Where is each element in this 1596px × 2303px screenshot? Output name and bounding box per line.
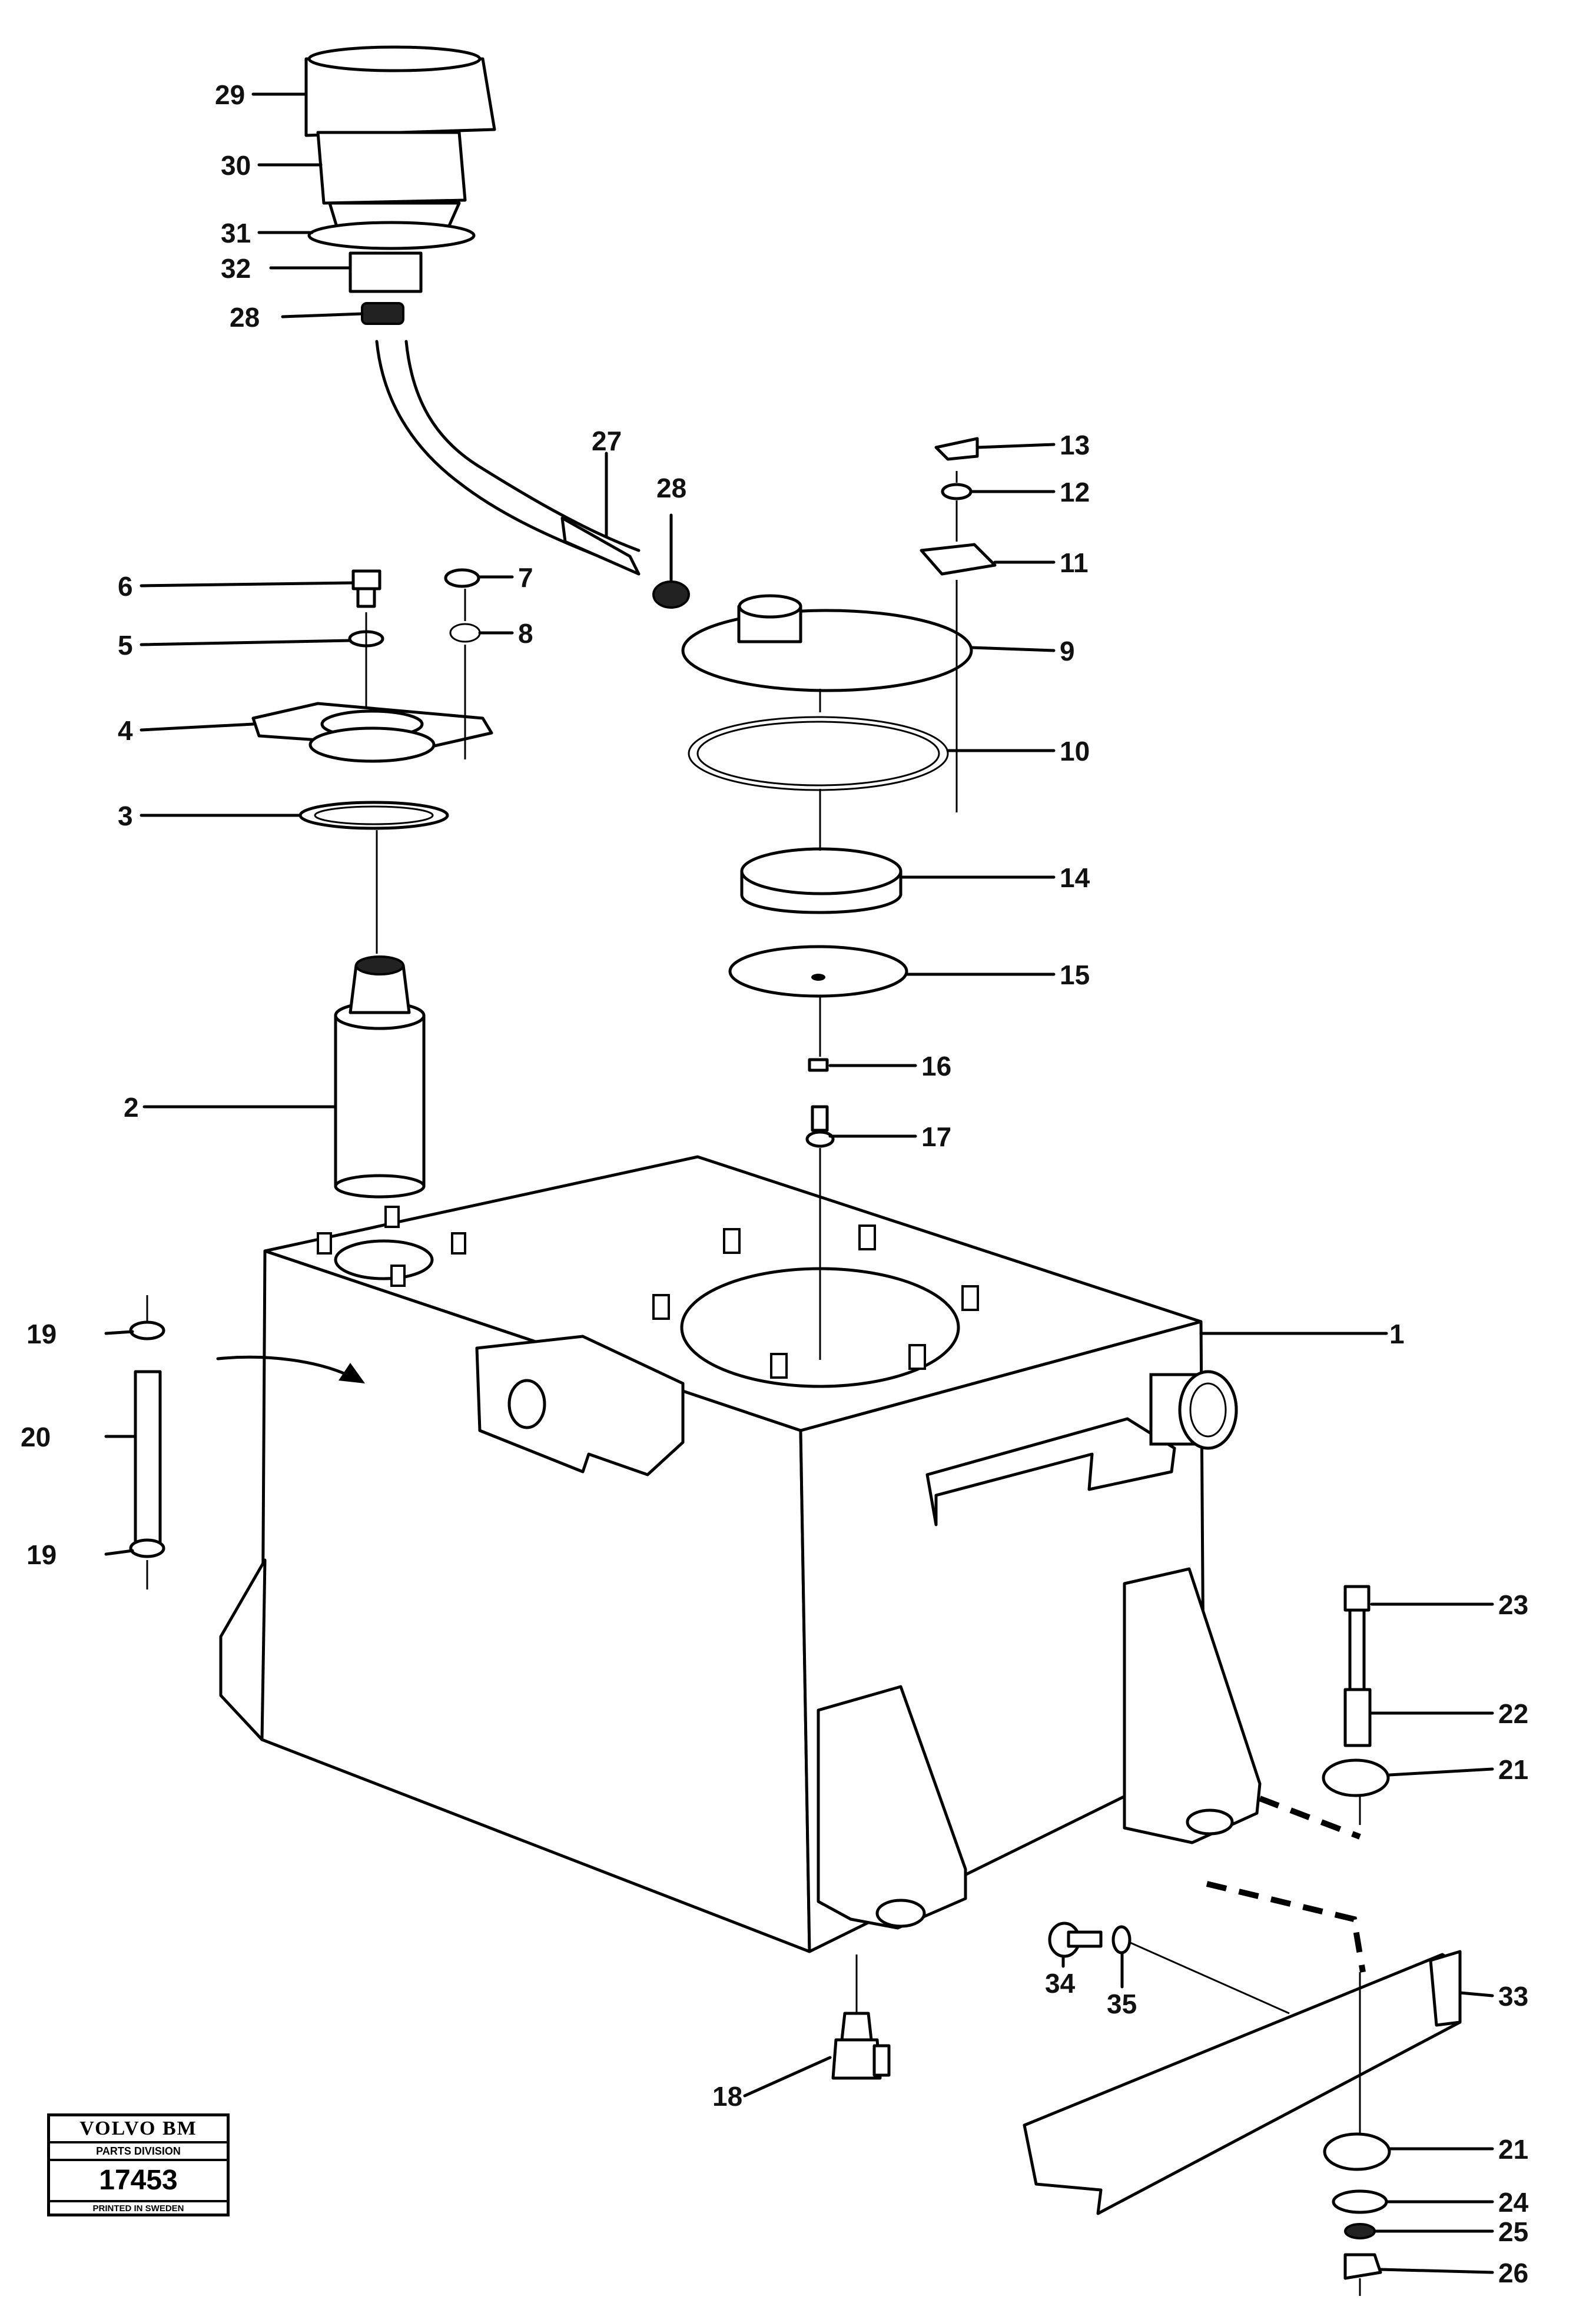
callout-labels: 1 2 3 4 5 6 7 8 9 10 11 12 13 14 15 16 1… bbox=[21, 79, 1529, 2288]
callout-9: 9 bbox=[1060, 636, 1075, 666]
callout-11: 11 bbox=[1060, 547, 1089, 578]
callout-18: 18 bbox=[712, 2081, 742, 2112]
hydraulic-tank bbox=[219, 1155, 1262, 2080]
stamp-printed: PRINTED IN SWEDEN bbox=[92, 2204, 184, 2214]
breather-hose bbox=[560, 516, 690, 609]
cover-bracket-parts bbox=[920, 437, 997, 812]
stamp-number: 17453 bbox=[50, 2161, 227, 2202]
callout-20: 20 bbox=[21, 1422, 51, 1452]
callout-28-hose: 28 bbox=[656, 473, 686, 503]
leader-lines bbox=[104, 92, 1494, 2274]
callout-15: 15 bbox=[1060, 960, 1090, 990]
callout-12: 12 bbox=[1060, 477, 1090, 507]
volvo-bm-stamp: VOLVO BM PARTS DIVISION 17453 PRINTED IN… bbox=[47, 2113, 230, 2216]
callout-14: 14 bbox=[1060, 862, 1090, 893]
callout-22: 22 bbox=[1498, 1698, 1528, 1729]
callout-19-lower: 19 bbox=[26, 1539, 57, 1570]
callout-21-upper: 21 bbox=[1498, 1754, 1528, 1785]
callout-27: 27 bbox=[592, 426, 622, 456]
callout-32: 32 bbox=[221, 253, 251, 284]
callout-24: 24 bbox=[1498, 2187, 1529, 2218]
stamp-brand: VOLVO BM bbox=[50, 2116, 227, 2143]
callout-7: 7 bbox=[518, 562, 533, 593]
callout-28-breather: 28 bbox=[230, 302, 260, 333]
inspection-cover-assembly bbox=[681, 594, 973, 1360]
drain-hose-assembly bbox=[129, 1295, 165, 1589]
callout-16: 16 bbox=[921, 1051, 951, 1081]
callout-23: 23 bbox=[1498, 1589, 1528, 1620]
callout-5: 5 bbox=[118, 630, 133, 661]
air-breather-assembly bbox=[304, 45, 641, 573]
mounting-hardware bbox=[1023, 1585, 1462, 2296]
callout-13: 13 bbox=[1060, 430, 1090, 460]
callout-17: 17 bbox=[921, 1121, 951, 1152]
callout-3: 3 bbox=[118, 801, 133, 831]
callout-33: 33 bbox=[1498, 1981, 1528, 2012]
return-filter-assembly bbox=[251, 568, 493, 1199]
callout-19-upper: 19 bbox=[26, 1319, 57, 1349]
callout-25: 25 bbox=[1498, 2216, 1528, 2247]
callout-30: 30 bbox=[221, 150, 251, 181]
callout-35: 35 bbox=[1107, 1989, 1137, 2019]
callout-26: 26 bbox=[1498, 2258, 1528, 2288]
flow-arrow-head bbox=[339, 1363, 365, 1383]
flow-arrow bbox=[216, 1355, 355, 1379]
callout-2: 2 bbox=[124, 1092, 139, 1123]
callout-8: 8 bbox=[518, 618, 533, 649]
callout-4: 4 bbox=[118, 715, 133, 746]
callout-10: 10 bbox=[1060, 736, 1090, 766]
callout-1: 1 bbox=[1389, 1319, 1405, 1349]
callout-34: 34 bbox=[1045, 1968, 1076, 1999]
callout-21-lower: 21 bbox=[1498, 2134, 1528, 2165]
callout-29: 29 bbox=[215, 79, 245, 110]
stamp-division: PARTS DIVISION bbox=[50, 2143, 227, 2161]
callout-31: 31 bbox=[221, 218, 251, 248]
callout-6: 6 bbox=[118, 571, 133, 602]
